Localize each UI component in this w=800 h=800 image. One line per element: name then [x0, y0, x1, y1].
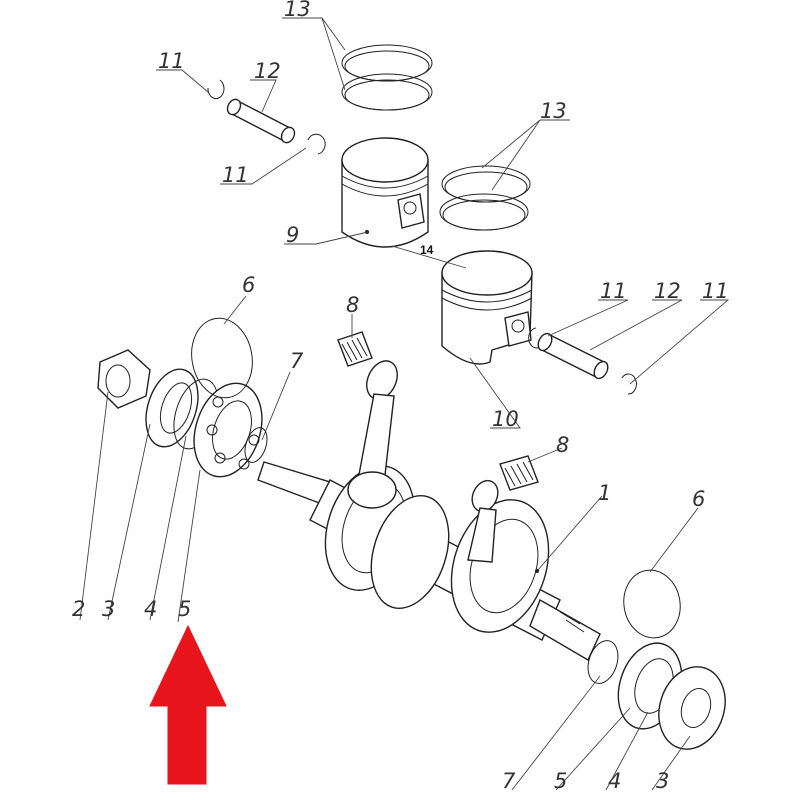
- callout-6-right: 6: [692, 487, 705, 511]
- callout-8-top: 8: [346, 293, 359, 317]
- callout-4-bottom: 4: [608, 769, 621, 793]
- oring-6-left: [191, 317, 253, 399]
- callout-5-left: 5: [178, 597, 191, 621]
- circlip-mid-left: [307, 133, 326, 155]
- callout-12-top-left: 12: [254, 59, 281, 83]
- piston-10: [441, 250, 533, 365]
- leader-lines: [79, 17, 730, 791]
- connecting-rod-left: [347, 360, 398, 509]
- seal-3-right: [658, 666, 726, 750]
- piston-9: [341, 137, 429, 248]
- seal-3-left: [145, 368, 199, 448]
- circlip-right-2: [621, 373, 637, 395]
- callout-14: 14: [420, 243, 434, 257]
- callout-2: 2: [72, 597, 85, 621]
- connecting-rod-right: [467, 479, 499, 563]
- needle-bearing-top: [337, 331, 373, 367]
- piston-pin-right: [537, 332, 609, 380]
- piston-pin-left: [226, 98, 296, 144]
- oring-7-left: [244, 427, 268, 463]
- piston-rings-top: [341, 44, 433, 111]
- callout-7-bottom: 7: [502, 769, 516, 793]
- callout-11-right-2: 11: [702, 279, 729, 303]
- red-up-arrow-icon: [149, 624, 227, 785]
- callout-11-top-left: 11: [158, 49, 185, 73]
- oring-6-right: [623, 569, 681, 639]
- callout-3-left: 3: [102, 597, 115, 621]
- needle-bearing-mid: [499, 455, 539, 491]
- callout-9: 9: [286, 223, 299, 247]
- callout-13-top: 13: [284, 0, 311, 21]
- callout-4-left: 4: [144, 597, 157, 621]
- oring-7-right: [587, 640, 619, 684]
- callout-10: 10: [492, 407, 519, 431]
- bushing-2: [97, 349, 151, 409]
- callout-12-right: 12: [654, 279, 681, 303]
- callout-6-left: 6: [242, 273, 255, 297]
- callout-1: 1: [598, 481, 611, 505]
- callout-3-bottom: 3: [656, 769, 669, 793]
- circlip-top-left: [207, 79, 225, 100]
- callout-8-mid: 8: [556, 433, 569, 457]
- callout-11-right-1: 11: [600, 279, 627, 303]
- callout-7-left: 7: [290, 349, 304, 373]
- callout-5-bottom: 5: [554, 769, 567, 793]
- callout-11-mid-left: 11: [222, 163, 249, 187]
- callout-labels: 13 11 12 11 13 9 14 11 12 11 10 6 7 8 8 …: [72, 0, 729, 793]
- callout-13-mid: 13: [540, 99, 567, 123]
- piston-rings-mid: [439, 165, 531, 231]
